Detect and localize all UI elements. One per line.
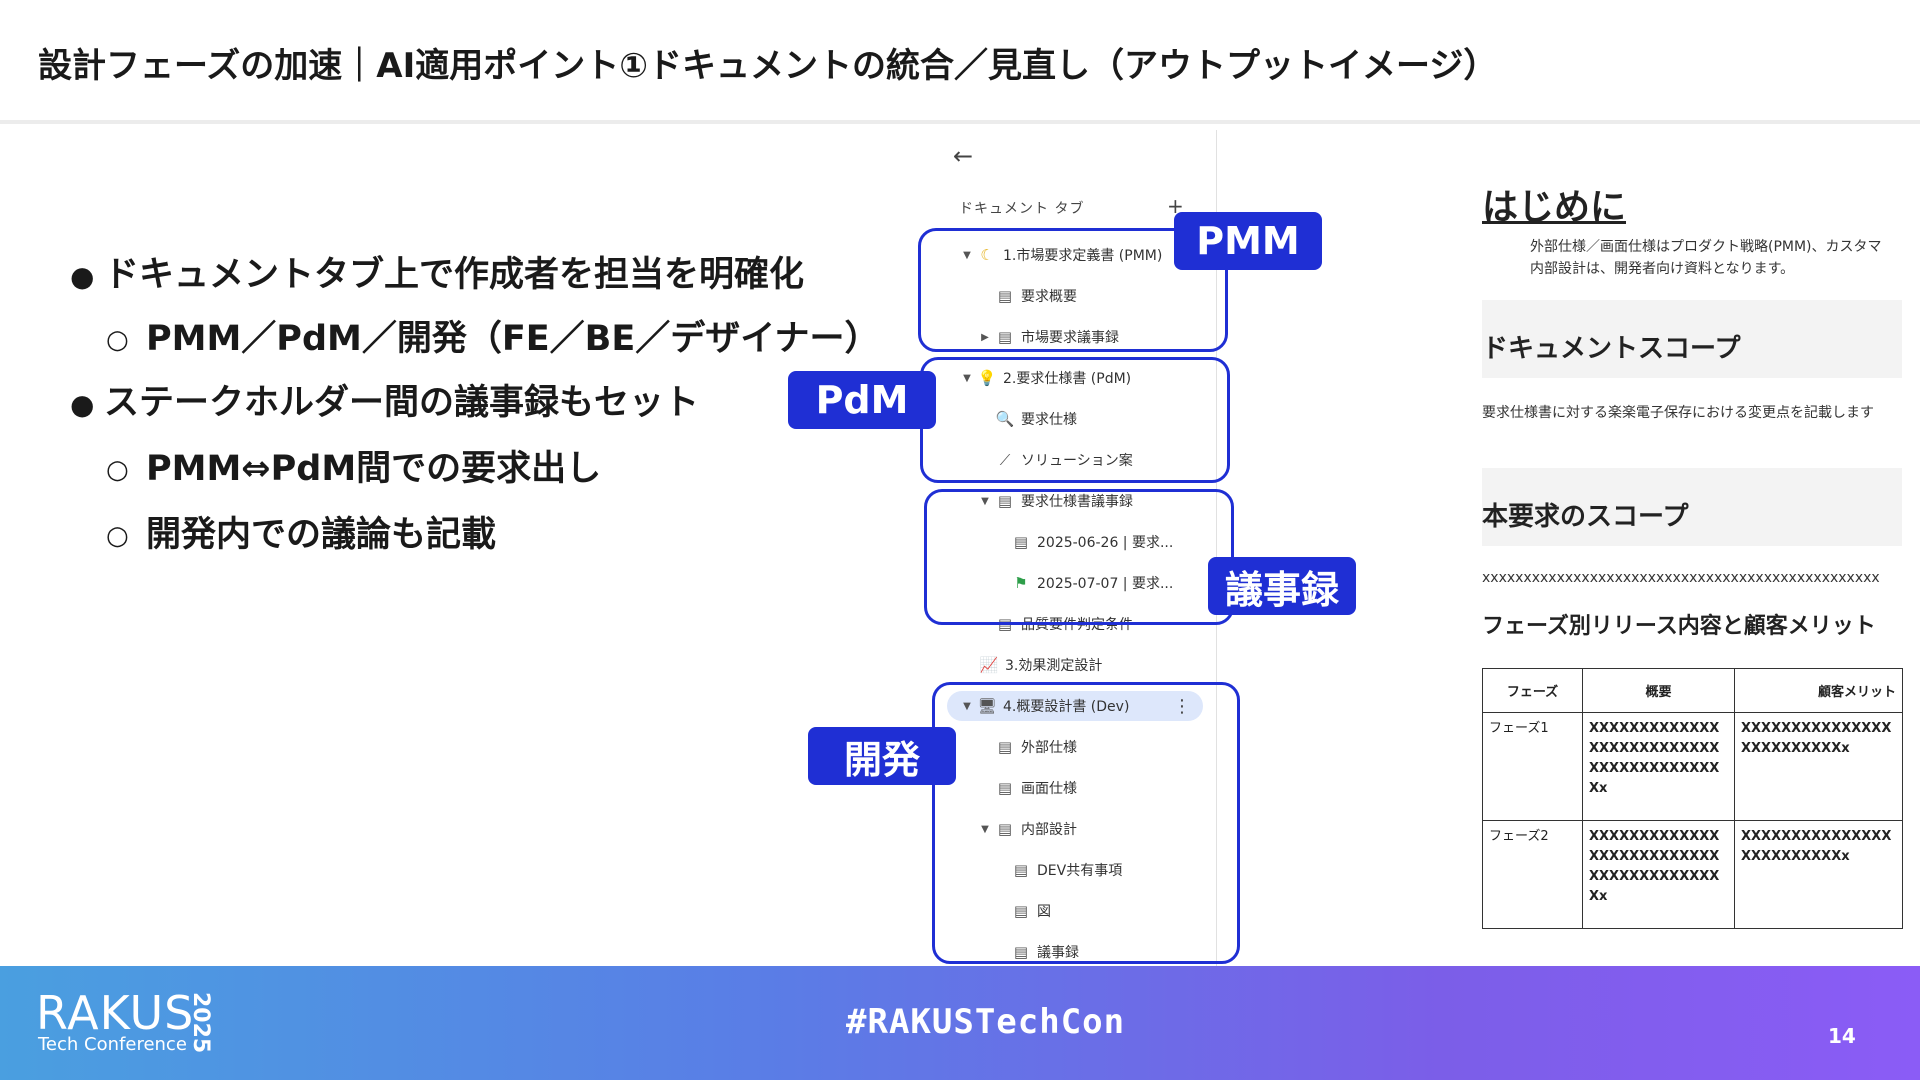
phase-heading: フェーズ別リリース内容と顧客メリット (1482, 614, 1876, 639)
document-icon: ▤ (1013, 861, 1029, 879)
document-heading: はじめに (1482, 187, 1627, 228)
document-icon: ▤ (997, 738, 1013, 756)
tab-item-minutes[interactable]: ▤ 議事録 (1009, 937, 1079, 966)
magnifier-icon: 🔍 (995, 410, 1015, 428)
table-header: 概要 (1582, 668, 1735, 713)
monitor-icon: 🖥 (977, 697, 997, 715)
caret-down-icon[interactable]: ▼ (981, 823, 989, 835)
magic-wand-icon: ⟋ (999, 451, 1011, 469)
table-cell: XXXXXXXXXXXXXXXXXXXXXXXXXx (1734, 820, 1903, 929)
sub-bullet-item: ○PMM／PdM／開発（FE／BE／デザイナー） (106, 319, 880, 359)
tab-item-minutes-0707[interactable]: ⚑ 2025-07-07 | 要求... (1009, 568, 1173, 598)
document-intro: 外部仕様／画面仕様はプロダクト戦略(PMM)、カスタマ 内部設計は、開発者向け資… (1530, 239, 1882, 277)
arrow-left-icon[interactable]: ← (953, 142, 974, 170)
section-band (1482, 300, 1902, 378)
bullet-item: ●ステークホルダー間の議事録もセット (70, 383, 700, 423)
dev-group-outline (932, 682, 1240, 964)
caret-down-icon[interactable]: ▼ (963, 700, 971, 712)
pmm-callout: PMM (1174, 212, 1322, 270)
table-cell: XXXXXXXXXXXXXXXXXXXXXXXXXXXXXXXXXXXXXXXX… (1582, 712, 1735, 821)
tab-item-screen-spec[interactable]: ▤ 画面仕様 (993, 773, 1077, 803)
page-number: 14 (1828, 1024, 1856, 1048)
slide-footer: RAKUS Tech Conference 2025 #RAKUSTechCon… (0, 966, 1920, 1080)
section-heading-scope: ドキュメントスコープ (1482, 334, 1741, 364)
caret-right-icon[interactable]: ▶ (981, 331, 989, 343)
document-tabs-sidebar: ← ドキュメント タブ + ▼ ☾ 1.市場要求定義書 (PMM) ▤ 要求概要… (937, 130, 1217, 966)
table-header-row: フェーズ 概要 顧客メリット (1482, 668, 1903, 713)
dev-callout: 開発 (808, 727, 956, 785)
table-row: フェーズ1 XXXXXXXXXXXXXXXXXXXXXXXXXXXXXXXXXX… (1482, 712, 1903, 821)
placeholder-text: xxxxxxxxxxxxxxxxxxxxxxxxxxxxxxxxxxxxxxxx… (1482, 570, 1880, 586)
document-icon: ▤ (997, 287, 1013, 305)
more-options-icon[interactable]: ⋮ (1173, 695, 1191, 717)
document-content: はじめに 外部仕様／画面仕様はプロダクト戦略(PMM)、カスタマ 内部設計は、開… (1450, 130, 1920, 966)
section-band (1482, 468, 1902, 546)
document-icon: ▤ (997, 328, 1013, 346)
bullet-dot-icon: ● (70, 259, 95, 293)
document-icon: ▤ (997, 820, 1013, 838)
pdm-group-outline (920, 357, 1230, 483)
document-icon: ▤ (997, 492, 1013, 510)
table-cell: XXXXXXXXXXXXXXXXXXXXXXXXXx (1734, 712, 1903, 821)
tab-item-spec-minutes[interactable]: ▼ ▤ 要求仕様書議事録 (977, 486, 1133, 516)
tab-item-requirements-overview[interactable]: ▤ 要求概要 (993, 281, 1077, 311)
event-hashtag: #RAKUSTechCon (846, 1002, 1126, 1042)
slide-header: 設計フェーズの加速｜AI適用ポイント①ドキュメントの統合／見直し（アウトプットイ… (0, 0, 1920, 124)
caret-down-icon[interactable]: ▼ (963, 249, 971, 261)
pmm-group-outline (918, 228, 1228, 352)
logo-year: 2025 (188, 992, 213, 1054)
tab-item-market-requirements[interactable]: ▼ ☾ 1.市場要求定義書 (PMM) (959, 240, 1162, 270)
tab-item-solution-proposal[interactable]: ⟋ ソリューション案 (993, 445, 1133, 475)
caret-down-icon[interactable]: ▼ (981, 495, 989, 507)
chart-icon: 📈 (979, 656, 999, 674)
tab-item-diagram[interactable]: ▤ 図 (1009, 896, 1051, 926)
table-header: フェーズ (1482, 668, 1583, 713)
table-row: フェーズ2 XXXXXXXXXXXXXXXXXXXXXXXXXXXXXXXXXX… (1482, 820, 1903, 929)
bullet-circle-icon: ○ (106, 325, 129, 355)
document-tabs-heading: ドキュメント タブ (959, 201, 1085, 217)
bullet-dot-icon: ● (70, 387, 95, 421)
tab-item-requirements-spec[interactable]: ▼ 💡 2.要求仕様書 (PdM) (959, 363, 1131, 393)
tab-item-minutes-0626[interactable]: ▤ 2025-06-26 | 要求... (1009, 527, 1173, 557)
logo-subtitle: Tech Conference (38, 1034, 187, 1055)
document-icon: ▤ (997, 779, 1013, 797)
tab-item-design-overview[interactable]: ▼ 🖥 4.概要設計書 (Dev) ⋮ (947, 691, 1203, 721)
table-cell: XXXXXXXXXXXXXXXXXXXXXXXXXXXXXXXXXXXXXXXX… (1582, 820, 1735, 929)
section-scope-text: 要求仕様書に対する楽楽電子保存における変更点を記載します (1482, 405, 1874, 421)
tab-item-dev-shared[interactable]: ▤ DEV共有事項 (1009, 855, 1122, 885)
table-cell: フェーズ2 (1482, 820, 1583, 929)
tab-item-market-minutes[interactable]: ▶ ▤ 市場要求議事録 (977, 322, 1119, 352)
tab-item-effect-measurement[interactable]: 📈 3.効果測定設計 (977, 650, 1103, 680)
tab-item-external-spec[interactable]: ▤ 外部仕様 (993, 732, 1077, 762)
bullet-item: ●ドキュメントタブ上で作成者を担当を明確化 (70, 255, 805, 295)
document-icon: ▤ (1013, 943, 1029, 961)
section-heading-request-scope: 本要求のスコープ (1482, 502, 1689, 532)
bullet-circle-icon: ○ (106, 521, 129, 551)
minutes-callout: 議事録 (1208, 557, 1356, 615)
pdm-callout: PdM (788, 371, 936, 429)
document-icon: ▤ (1013, 533, 1029, 551)
table-cell: フェーズ1 (1482, 712, 1583, 821)
minutes-group-outline (924, 489, 1234, 625)
flag-icon: ⚑ (1014, 574, 1028, 592)
sub-bullet-item: ○開発内での議論も記載 (106, 515, 497, 555)
caret-down-icon[interactable]: ▼ (963, 372, 971, 384)
sub-bullet-item: ○PMM⇔PdM間での要求出し (106, 449, 602, 489)
tab-item-requirement-spec[interactable]: 🔍 要求仕様 (993, 404, 1077, 434)
slide-title: 設計フェーズの加速｜AI適用ポイント①ドキュメントの統合／見直し（アウトプットイ… (38, 46, 1498, 86)
lightbulb-icon: 💡 (977, 369, 997, 387)
bullet-circle-icon: ○ (106, 455, 129, 485)
tab-item-internal-design[interactable]: ▼ ▤ 内部設計 (977, 814, 1077, 844)
crescent-moon-icon: ☾ (980, 246, 994, 264)
rakus-logo: RAKUS (36, 986, 195, 1040)
table-header: 顧客メリット (1734, 668, 1903, 713)
document-icon: ▤ (1013, 902, 1029, 920)
phase-table: フェーズ 概要 顧客メリット フェーズ1 XXXXXXXXXXXXXXXXXXX… (1482, 668, 1903, 929)
